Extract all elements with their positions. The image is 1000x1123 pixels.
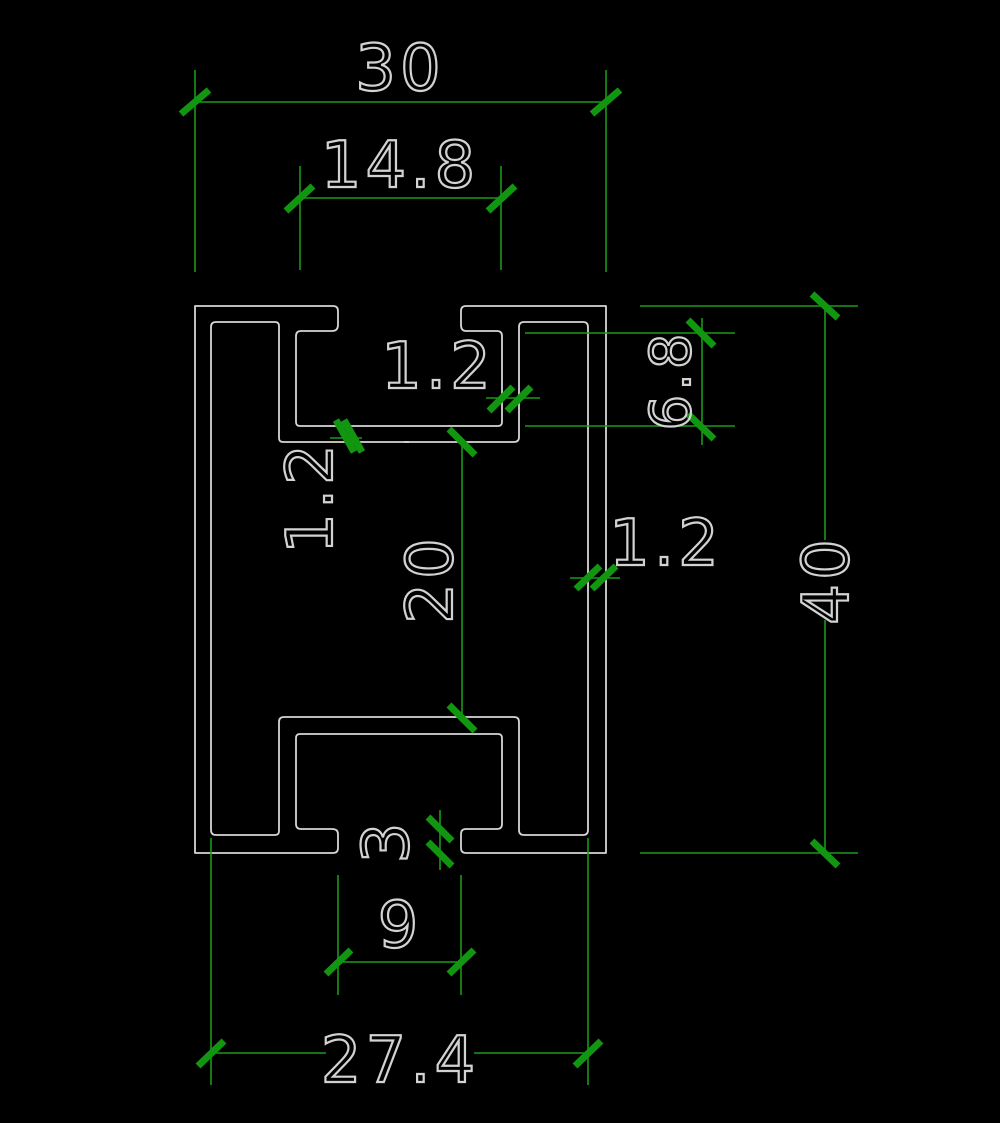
label-right-wall: 1.2 (609, 507, 723, 581)
dimension-lines (178, 70, 858, 1085)
dim-30-tick-left (178, 87, 212, 117)
dim-3-tick-bottom (425, 839, 455, 869)
dim-1-2-left-tick-b (340, 418, 366, 454)
dim-1-2-top-tick-b (504, 384, 534, 414)
dim-40-tick-bottom (809, 838, 841, 869)
profile-left-cavity (210, 321, 409, 836)
dim-30-tick-right (589, 87, 623, 117)
dim-6-8-tick-bottom (685, 411, 717, 442)
dimension-labels: 30 14.8 1.2 6.8 1.2 20 1.2 40 3 9 27.4 (273, 31, 865, 1099)
label-inner-width: 27.4 (321, 1024, 480, 1098)
label-bottom-slot-opening: 9 (378, 889, 423, 963)
dim-20-tick-top (446, 426, 478, 458)
label-left-wall: 1.2 (274, 440, 348, 554)
dim-6-8-tick-top (685, 317, 717, 349)
label-slot-depth: 6.8 (639, 329, 704, 430)
label-overall-height: 40 (790, 535, 864, 624)
dim-9-tick-right (446, 947, 477, 977)
dim-40-tick-top (809, 291, 841, 321)
profile-outer-contour (194, 305, 607, 854)
dim-9-tick-left (323, 947, 354, 977)
dim-20-tick-bottom (446, 702, 478, 734)
dim-1-2-top-tick-a (486, 384, 516, 414)
label-top-slot-wall: 1.2 (381, 330, 495, 404)
label-slot-top-width: 14.8 (321, 129, 480, 203)
dim-14-8-tick-right (485, 183, 518, 214)
dim-1-2-left-tick-a (332, 418, 358, 454)
dim-27-4-tick-left (195, 1038, 227, 1069)
dim-3-tick-top (425, 814, 455, 844)
dim-27-4-tick-right (572, 1038, 604, 1069)
dim-1-2-right-tick-b (589, 563, 619, 592)
dim-14-8-tick-left (283, 183, 316, 214)
dim-1-2-right-tick-a (573, 563, 603, 592)
label-web-height: 20 (394, 534, 468, 623)
label-bottom-lip-gap: 3 (350, 819, 424, 864)
label-overall-width: 30 (355, 32, 444, 106)
